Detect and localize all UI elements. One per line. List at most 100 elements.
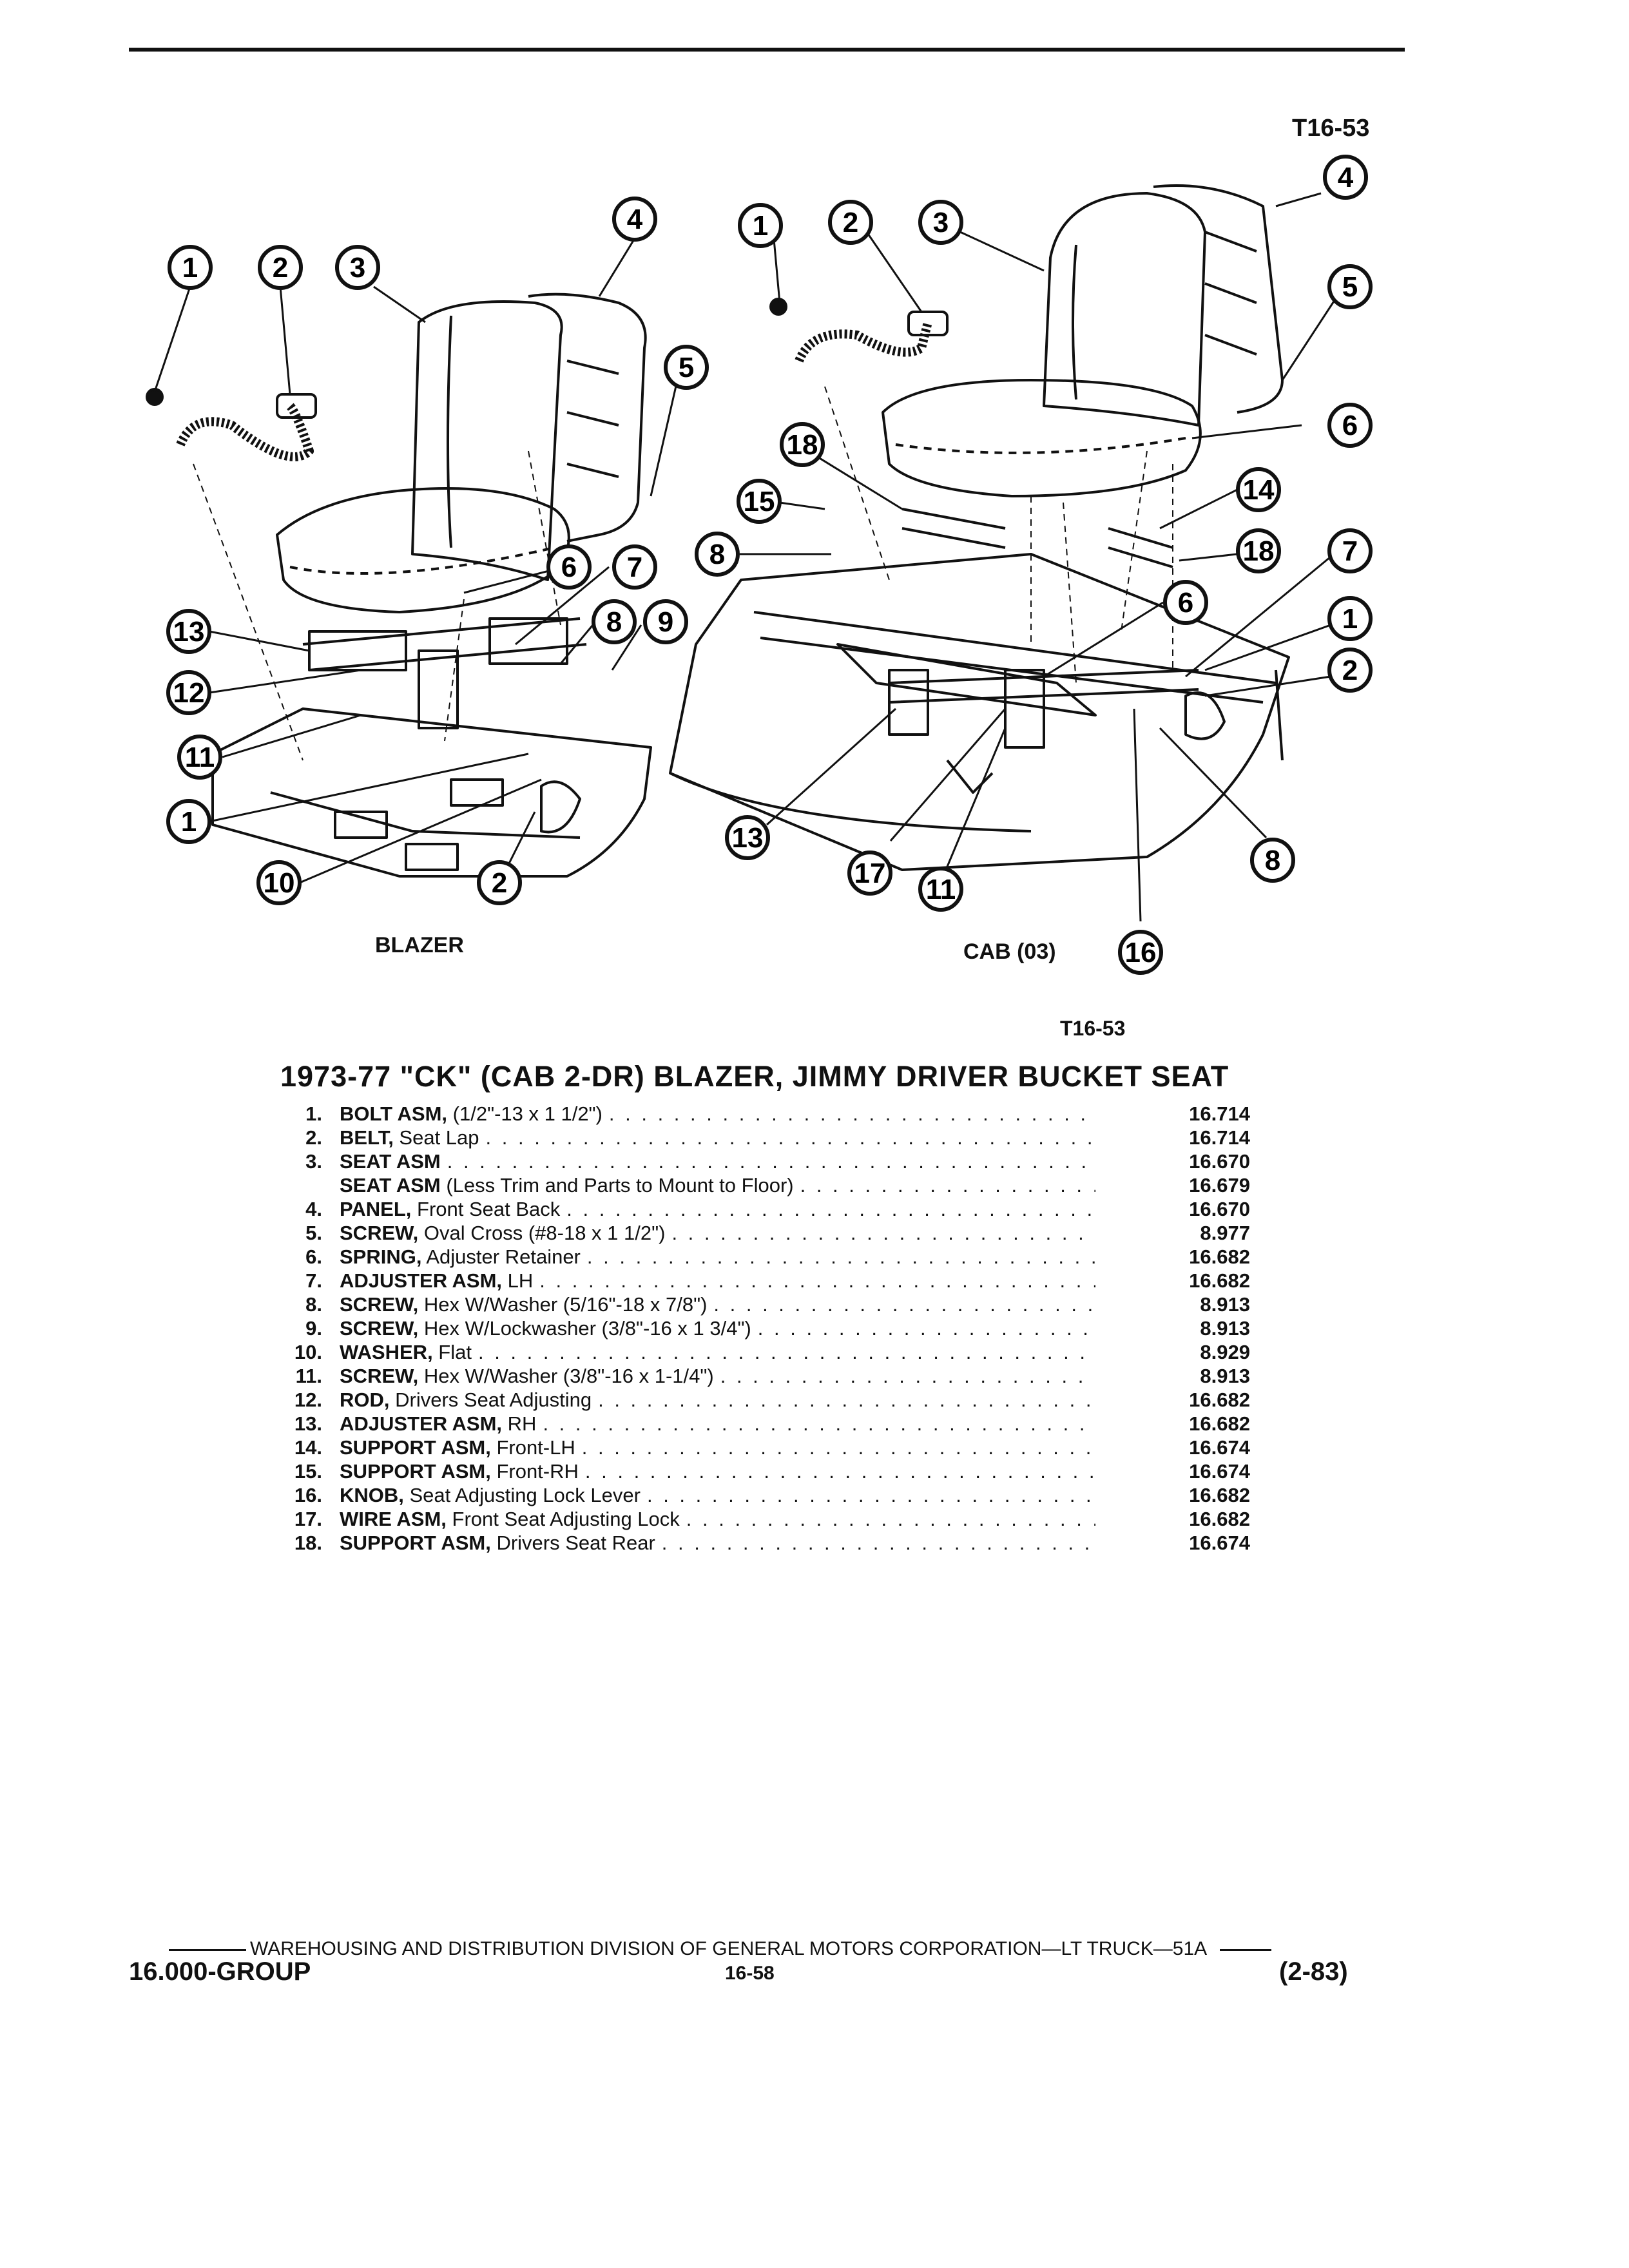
dot-leader xyxy=(720,1364,1095,1388)
svg-text:12: 12 xyxy=(173,677,205,709)
part-number: 17. xyxy=(294,1508,322,1530)
callout-5-screw: 5 xyxy=(664,345,709,390)
svg-text:6: 6 xyxy=(561,552,577,583)
parts-list-row: 3.SEAT ASM16.670 xyxy=(245,1149,1250,1173)
callout-3-seat-asm: 3 xyxy=(918,200,963,245)
svg-text:10: 10 xyxy=(264,867,295,899)
callout-8-screw: 8 xyxy=(592,599,637,644)
callout-9-screw: 9 xyxy=(643,599,688,644)
part-name: WIRE ASM, xyxy=(340,1508,447,1530)
part-name: SCREW, xyxy=(340,1317,419,1340)
part-number: 13. xyxy=(294,1412,322,1435)
parts-list-row: 2.BELT, Seat Lap16.714 xyxy=(245,1126,1250,1149)
callout-15-support-front-rh: 15 xyxy=(737,479,782,524)
part-group-number: 16.674 xyxy=(1189,1532,1250,1554)
part-number: 6. xyxy=(305,1245,322,1268)
left-view-label: BLAZER xyxy=(375,933,464,957)
callout-14-support-front-lh: 14 xyxy=(1236,467,1281,512)
callout-4-panel: 4 xyxy=(1323,155,1368,200)
callout-3-seat-asm: 3 xyxy=(335,245,380,290)
part-group-number: 8.929 xyxy=(1200,1341,1250,1363)
part-name: BOLT ASM, xyxy=(340,1102,448,1125)
callout-18-support-rear: 18 xyxy=(780,422,825,467)
svg-text:4: 4 xyxy=(627,204,643,235)
svg-text:11: 11 xyxy=(926,874,956,905)
callout-6-spring: 6 xyxy=(1327,403,1373,448)
footer-division-text: WAREHOUSING AND DISTRIBUTION DIVISION OF… xyxy=(250,1938,1208,1959)
parts-list-row: 5.SCREW, Oval Cross (#8-18 x 1 1/2")8.97… xyxy=(245,1221,1250,1245)
svg-text:8: 8 xyxy=(709,539,725,570)
part-description: PANEL, Front Seat Back xyxy=(340,1197,1095,1221)
part-number: 2. xyxy=(305,1126,322,1149)
part-description: KNOB, Seat Adjusting Lock Lever xyxy=(340,1483,1095,1507)
right-view-label: CAB (03) xyxy=(963,939,1056,964)
part-name: SCREW, xyxy=(340,1222,419,1244)
part-description: ADJUSTER ASM, LH xyxy=(340,1269,1095,1293)
dot-leader xyxy=(587,1245,1095,1269)
parts-list-row: 16.KNOB, Seat Adjusting Lock Lever16.682 xyxy=(245,1483,1250,1507)
part-description: SCREW, Hex W/Washer (5/16"-18 x 7/8") xyxy=(340,1293,1095,1316)
dot-leader xyxy=(566,1197,1095,1221)
dot-leader xyxy=(486,1126,1095,1149)
callout-1-bolt-asm-lower: 1 xyxy=(166,799,211,844)
svg-text:3: 3 xyxy=(350,252,365,284)
part-detail: Hex W/Washer (3/8"-16 x 1-1/4") xyxy=(418,1365,714,1387)
parts-list-row: 4.PANEL, Front Seat Back16.670 xyxy=(245,1197,1250,1221)
dot-leader xyxy=(671,1221,1095,1245)
part-group-number: 16.679 xyxy=(1189,1174,1250,1196)
dot-leader xyxy=(686,1507,1095,1531)
svg-text:7: 7 xyxy=(627,552,642,583)
parts-list-row: 7.ADJUSTER ASM, LH16.682 xyxy=(245,1269,1250,1293)
parts-list-row: SEAT ASM (Less Trim and Parts to Mount t… xyxy=(245,1173,1250,1197)
part-number: 15. xyxy=(294,1460,322,1483)
part-description: SCREW, Oval Cross (#8-18 x 1 1/2") xyxy=(340,1221,1095,1245)
svg-text:18: 18 xyxy=(1243,535,1275,567)
callout-2-belt-lower: 2 xyxy=(477,860,522,905)
exploded-parts-diagram: 1 2 3 4 5 6 7 8 9 13 12 11 1 10 2 1 2 3 … xyxy=(146,155,1373,975)
footer-date: (2-83) xyxy=(1279,1957,1348,1986)
svg-text:5: 5 xyxy=(679,352,694,383)
part-group-number: 16.674 xyxy=(1189,1460,1250,1483)
part-group-number: 16.682 xyxy=(1189,1245,1250,1268)
callout-7-adjuster-lh: 7 xyxy=(1327,528,1373,573)
part-group-number: 16.714 xyxy=(1189,1102,1250,1125)
part-number: 9. xyxy=(305,1317,322,1340)
footer-page-number: 16-58 xyxy=(725,1963,775,1984)
part-name: ADJUSTER ASM, xyxy=(340,1269,503,1292)
svg-text:11: 11 xyxy=(185,742,215,773)
part-description: ADJUSTER ASM, RH xyxy=(340,1412,1095,1436)
svg-text:8: 8 xyxy=(606,606,622,638)
part-name: ROD, xyxy=(340,1389,390,1411)
svg-text:2: 2 xyxy=(492,867,507,899)
dot-leader xyxy=(713,1293,1095,1316)
svg-text:3: 3 xyxy=(933,207,949,238)
top-rule xyxy=(129,48,1405,52)
dot-leader xyxy=(543,1412,1095,1436)
part-description: SUPPORT ASM, Drivers Seat Rear xyxy=(340,1531,1095,1555)
dot-leader xyxy=(582,1436,1095,1459)
parts-list-row: 12.ROD, Drivers Seat Adjusting16.682 xyxy=(245,1388,1250,1412)
part-name: SPRING, xyxy=(340,1245,422,1268)
part-group-number: 8.913 xyxy=(1200,1293,1250,1316)
part-name: KNOB, xyxy=(340,1484,404,1506)
part-group-number: 8.977 xyxy=(1200,1222,1250,1244)
part-number: 10. xyxy=(294,1341,322,1363)
part-number: 3. xyxy=(305,1150,322,1173)
part-name: SUPPORT ASM, xyxy=(340,1460,491,1483)
part-detail: RH xyxy=(502,1412,537,1435)
part-number: 12. xyxy=(294,1389,322,1411)
parts-list-row: 14.SUPPORT ASM, Front-LH16.674 xyxy=(245,1436,1250,1459)
parts-list-row: 11.SCREW, Hex W/Washer (3/8"-16 x 1-1/4"… xyxy=(245,1364,1250,1388)
svg-text:2: 2 xyxy=(843,207,858,238)
part-detail: Seat Adjusting Lock Lever xyxy=(403,1484,641,1506)
figure-code-bottom: T16-53 xyxy=(1060,1017,1126,1040)
callout-8-screw: 8 xyxy=(695,532,740,577)
callout-1-bolt-asm: 1 xyxy=(738,203,783,248)
callout-10-washer: 10 xyxy=(256,860,302,905)
part-detail: Front-LH xyxy=(490,1436,575,1459)
dot-leader xyxy=(478,1340,1095,1364)
part-group-number: 16.682 xyxy=(1189,1389,1250,1411)
callout-13-adjuster-rh: 13 xyxy=(166,609,211,654)
part-group-number: 16.674 xyxy=(1189,1436,1250,1459)
svg-text:1: 1 xyxy=(753,210,768,242)
